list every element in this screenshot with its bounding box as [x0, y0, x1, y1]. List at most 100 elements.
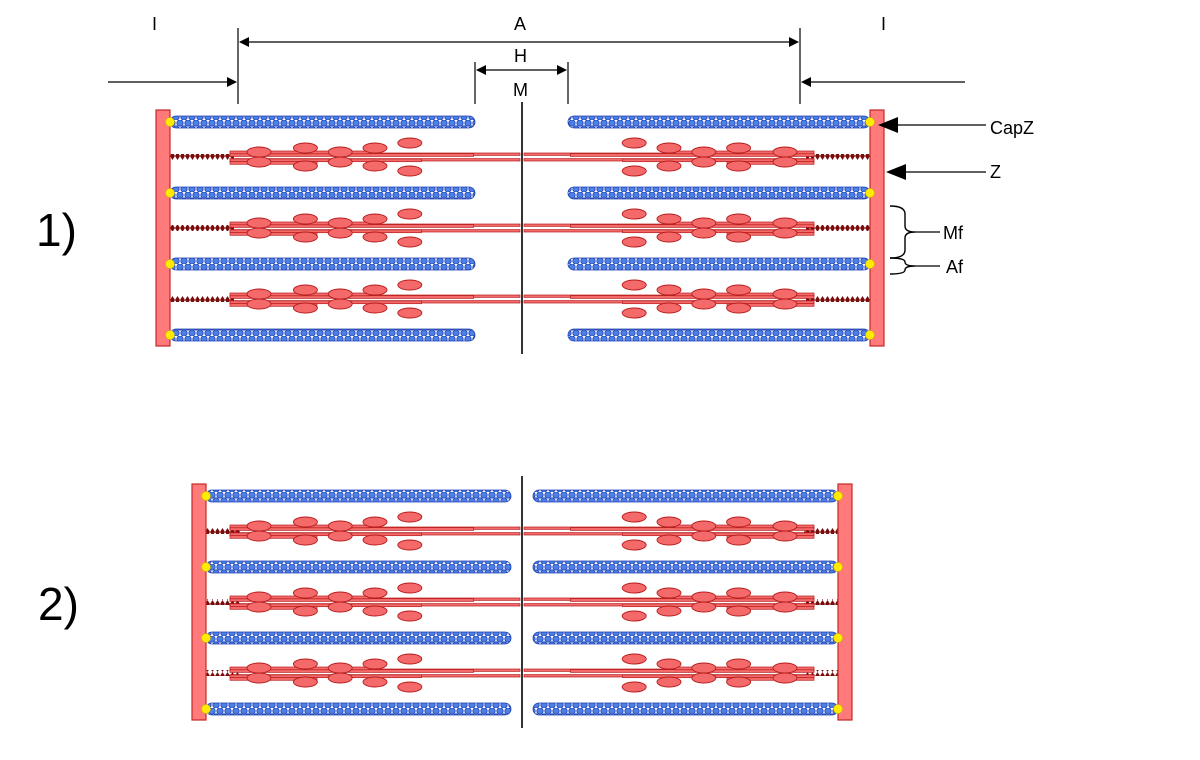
myosin-head — [246, 530, 272, 542]
capz-cap — [865, 188, 875, 198]
capz-cap — [165, 330, 175, 340]
myosin-head — [691, 591, 717, 603]
capz-cap — [201, 562, 211, 572]
myosin-tail — [726, 303, 815, 307]
actin-filament — [169, 186, 476, 200]
myosin-head — [397, 582, 423, 594]
myosin-head — [327, 672, 353, 684]
myosin-head — [656, 534, 682, 546]
label-a-band: A — [514, 14, 526, 34]
titin-spring — [206, 670, 240, 676]
myosin-head — [691, 156, 717, 168]
myosin-tail — [229, 300, 422, 305]
myosin-head — [621, 653, 647, 665]
myosin-head — [656, 302, 682, 314]
actin-filament — [205, 489, 512, 503]
myosin-head — [246, 591, 272, 603]
myosin-head — [246, 298, 272, 310]
myosin-head — [292, 587, 318, 599]
myosin-head — [397, 165, 423, 177]
myosin-head — [327, 662, 353, 674]
myosin-tail — [622, 158, 815, 163]
z-disc-left — [155, 109, 171, 347]
myosin-tail — [229, 674, 422, 679]
actin-filament — [532, 702, 839, 716]
myosin-head — [246, 146, 272, 158]
myosin-head — [726, 676, 752, 688]
myosin-tail — [622, 603, 815, 608]
myosin-head — [656, 587, 682, 599]
myosin-head — [292, 231, 318, 243]
capz-cap — [865, 259, 875, 269]
myosin-head — [621, 511, 647, 523]
capz-cap — [201, 491, 211, 501]
myosin-tail — [229, 677, 318, 681]
sarcomere-relaxed — [155, 102, 885, 354]
myosin-head — [292, 160, 318, 172]
myosin-head — [327, 146, 353, 158]
myosin-head — [362, 658, 388, 670]
myosin-head — [292, 516, 318, 528]
actin-filament-brace — [889, 257, 916, 275]
myosin-head — [362, 516, 388, 528]
titin-spring — [170, 296, 234, 302]
myosin-head — [772, 520, 798, 532]
myosin-head — [726, 213, 752, 225]
actin-filament — [169, 257, 476, 271]
myosin-head — [772, 298, 798, 310]
capz-cap — [201, 704, 211, 714]
myosin-head — [621, 582, 647, 594]
myosin-head — [362, 605, 388, 617]
titin-spring — [804, 670, 838, 676]
myosin-head — [327, 520, 353, 532]
myosin-head — [772, 530, 798, 542]
myosin-head — [726, 142, 752, 154]
myosin-head — [397, 610, 423, 622]
myosin-head — [327, 298, 353, 310]
myosin-head — [327, 591, 353, 603]
titin-spring — [206, 528, 240, 534]
capz-cap — [865, 117, 875, 127]
myosin-head — [397, 539, 423, 551]
capz-cap — [165, 117, 175, 127]
myosin-head — [327, 288, 353, 300]
myosin-head — [772, 601, 798, 613]
myosin-tail — [726, 606, 815, 610]
myosin-head — [397, 653, 423, 665]
myosin-head — [772, 591, 798, 603]
myosin-head — [292, 213, 318, 225]
myosin-tail — [622, 300, 815, 305]
myosin-head — [397, 511, 423, 523]
myosin-head — [726, 516, 752, 528]
myosin-head — [362, 587, 388, 599]
myosin-head — [621, 539, 647, 551]
myosin-head — [621, 165, 647, 177]
actin-filament — [567, 186, 871, 200]
label-i-band-left: I — [152, 14, 157, 34]
titin-spring — [804, 599, 838, 605]
actin-filament — [205, 702, 512, 716]
myosin-head — [397, 208, 423, 220]
myosin-head — [327, 530, 353, 542]
myosin-head — [772, 288, 798, 300]
myosin-head — [362, 302, 388, 314]
myosin-head — [362, 284, 388, 296]
myosin-head — [246, 672, 272, 684]
myosin-head — [621, 236, 647, 248]
capz-cap — [833, 704, 843, 714]
myosin-head — [691, 227, 717, 239]
myosin-head — [656, 213, 682, 225]
myosin-head — [772, 662, 798, 674]
myosin-tail — [229, 158, 422, 163]
myosin-head — [691, 530, 717, 542]
z-disc-right — [837, 483, 853, 721]
titin-spring — [206, 599, 240, 605]
label-myosin-filament: Mf — [943, 223, 964, 243]
myosin-head — [691, 601, 717, 613]
myosin-filament-brace — [889, 205, 916, 259]
myosin-head — [726, 160, 752, 172]
actin-filament — [532, 489, 839, 503]
myosin-head — [691, 520, 717, 532]
capz-arrowhead — [878, 117, 898, 133]
